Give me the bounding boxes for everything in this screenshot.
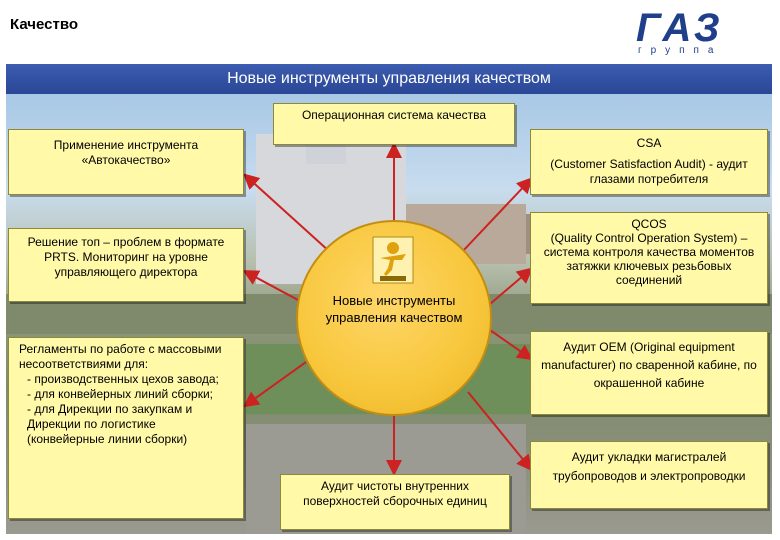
ukladka-text: Аудит укладки магистралей трубопроводов … [552,450,746,483]
logo-subtitle: группа [638,45,723,56]
box-oem: Аудит OEM (Original equipment manufactur… [530,331,768,415]
box-prts: Решение топ – проблем в формате PRTS. Мо… [8,228,244,302]
arrow-oem [489,329,534,361]
header: Качество ГАЗ группа [0,0,780,60]
csa-title: CSA [636,136,662,150]
box-ukladka: Аудит укладки магистралей трубопроводов … [530,441,768,509]
reglamenty-title: Регламенты по работе с массовыми несоотв… [19,342,222,371]
center-circle: Новые инструменты управления качеством [296,220,492,416]
arrow-qcos [489,267,534,305]
arrow-reglamenty [242,361,307,408]
arrow-csa [461,177,533,253]
prts-text: Решение топ – проблем в формате PRTS. Мо… [27,235,225,279]
center-label: Новые инструменты управления качеством [325,293,463,325]
csa-desc: (Customer Satisfaction Audit) - аудит гл… [550,157,748,186]
reglamenty-item-3: - для Дирекции по закупкам и Дирекции по… [27,402,193,446]
award-trophy-icon [372,236,414,284]
box-qcos: QCOS (Quality Control Operation System) … [530,212,768,304]
qcos-desc: (Quality Control Operation System) – сис… [543,231,755,287]
oem-text: Аудит OEM (Original equipment manufactur… [541,340,757,390]
box-reglamenty: Регламенты по работе с массовыми несоотв… [8,337,244,519]
qcos-title: QCOS [631,217,667,231]
box-chistota: Аудит чистоты внутренних поверхностей сб… [280,474,510,530]
ops-text: Операционная система качества [301,108,487,122]
arrow-avtokachestvo [243,173,331,253]
gaz-group-logo: ГАЗ группа [636,8,760,58]
chistota-text: Аудит чистоты внутренних поверхностей сб… [303,479,487,508]
reglamenty-item-2: - для конвейерных линий сборки; [27,387,213,401]
box-ops: Операционная система качества [273,103,515,145]
box-csa: CSA (Customer Satisfaction Audit) - ауди… [530,129,768,195]
banner: Новые инструменты управления качеством [6,64,772,94]
avtokachestvo-line2: «Автокачество» [81,153,171,167]
arrow-ukladka [467,391,533,472]
box-avtokachestvo: Применение инструмента «Автокачество» [8,129,244,195]
arrow-prts [242,270,299,301]
reglamenty-item-1: - производственных цехов завода; [27,372,219,386]
avtokachestvo-line1: Применение инструмента [53,138,199,152]
section-title: Качество [10,16,79,33]
logo-wordmark: ГАЗ [636,6,724,50]
banner-title: Новые инструменты управления качеством [227,70,551,87]
